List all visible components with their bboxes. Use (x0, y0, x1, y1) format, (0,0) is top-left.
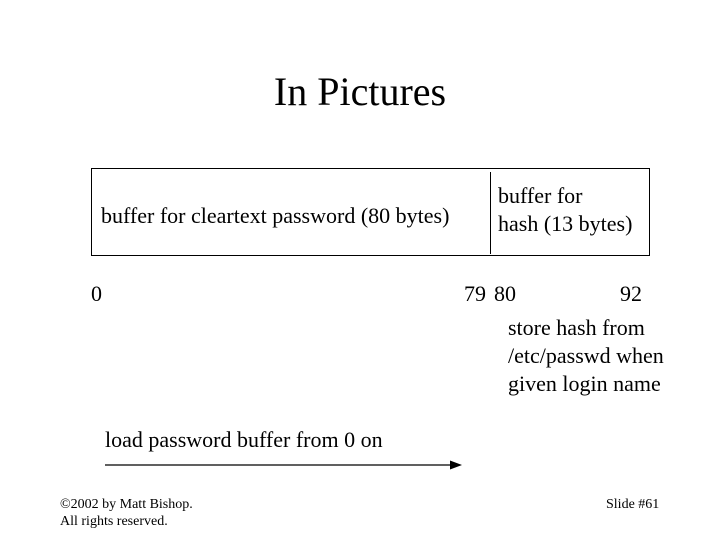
store-hash-note-line-2: /etc/passwd when (508, 343, 664, 368)
store-hash-note-line-1: store hash from (508, 315, 645, 340)
copyright-line-2: All rights reserved. (60, 514, 168, 529)
buffer-layout-box (91, 168, 650, 256)
hash-buffer-label-line-2: hash (13 bytes) (498, 211, 633, 236)
slide-number: Slide #61 (606, 497, 660, 512)
offset-start: 0 (91, 281, 102, 306)
offset-end-hash: 92 (620, 281, 642, 306)
hash-buffer-label-line-1: buffer for (498, 183, 583, 208)
store-hash-note: store hash from /etc/passwd when given l… (508, 314, 664, 398)
offset-start-hash: 80 (494, 281, 516, 306)
buffer-divider-line (490, 172, 491, 254)
cleartext-buffer-label: buffer for cleartext password (80 bytes) (101, 203, 450, 228)
arrow-head (450, 460, 462, 470)
store-hash-note-line-3: given login name (508, 371, 661, 396)
offset-end-cleartext: 79 (464, 281, 486, 306)
hash-buffer-label: buffer for hash (13 bytes) (498, 182, 632, 238)
copyright-line-1: ©2002 by Matt Bishop. (60, 497, 193, 512)
slide-title: In Pictures (273, 69, 447, 114)
copyright-footer: ©2002 by Matt Bishop. All rights reserve… (60, 496, 193, 530)
load-buffer-note: load password buffer from 0 on (105, 427, 383, 452)
load-direction-arrow (105, 460, 462, 470)
